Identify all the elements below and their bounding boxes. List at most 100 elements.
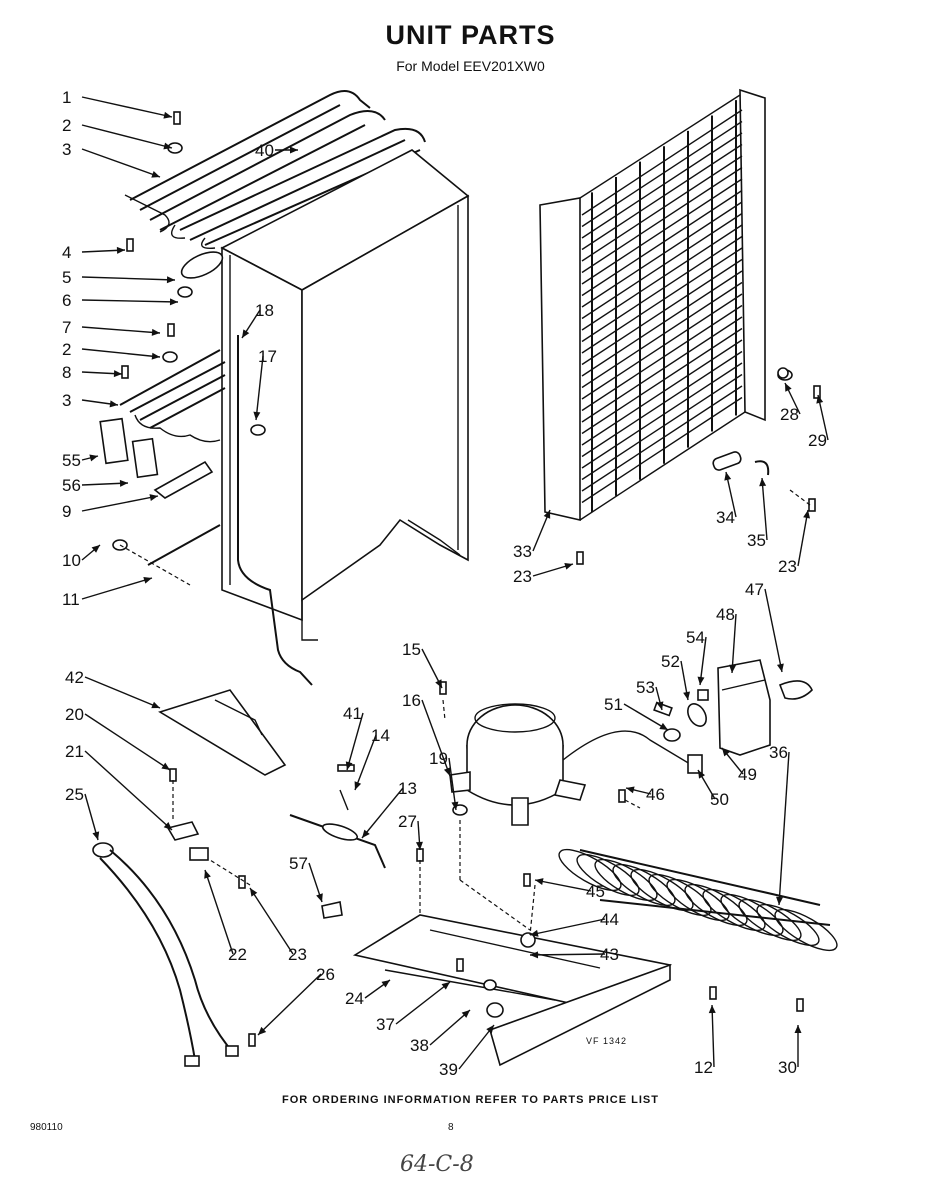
document-code: 980110 <box>30 1122 63 1133</box>
leader-p2b <box>81 348 161 358</box>
screw <box>126 238 134 252</box>
cabinet-liner <box>180 149 470 641</box>
insulation-pad-56 <box>131 437 159 479</box>
coil-loop <box>594 858 658 902</box>
condenser-fin <box>581 247 743 354</box>
screw <box>238 875 246 889</box>
arrowhead-p14 <box>354 781 362 790</box>
part-label-p5: 5 <box>62 268 71 287</box>
part-label-p26: 26 <box>316 965 335 984</box>
condenser-coil <box>539 88 766 522</box>
coil-loop <box>630 868 694 912</box>
part-label-p56: 56 <box>62 476 81 495</box>
condenser-fin <box>581 143 743 251</box>
arrowhead-p2b <box>151 352 160 360</box>
arrowhead-p34 <box>724 472 732 481</box>
assembly-dash <box>442 699 446 721</box>
arrowhead-p24 <box>381 980 390 988</box>
condenser-fin <box>581 316 743 423</box>
arrowhead-p12 <box>708 1005 716 1014</box>
page-title: UNIT PARTS <box>385 20 556 50</box>
part-label-p51: 51 <box>604 695 623 714</box>
arrowhead-p16 <box>443 767 451 776</box>
assembly-dash <box>459 879 531 931</box>
part-label-p24: 24 <box>345 989 364 1008</box>
arrowhead-p18 <box>242 329 250 338</box>
drain-tube <box>237 335 313 686</box>
part-label-p36: 36 <box>769 743 788 762</box>
part-label-p42: 42 <box>65 668 84 687</box>
arrowhead-p10 <box>91 545 100 553</box>
coil-loop <box>774 908 838 952</box>
arrowhead-p39 <box>486 1025 494 1034</box>
insulation-pad-55 <box>99 417 129 465</box>
screw <box>121 365 129 379</box>
part-label-p49: 49 <box>738 765 757 784</box>
power-cord <box>92 842 239 1067</box>
part-label-p44: 44 <box>600 910 619 929</box>
leader-p3a <box>81 148 161 178</box>
assembly-dash <box>624 799 641 809</box>
part-label-p23a: 23 <box>778 557 797 576</box>
condenser-fin <box>581 327 743 435</box>
arrowhead-p9 <box>149 494 158 501</box>
coil-loop <box>702 888 766 932</box>
part-label-p41: 41 <box>343 704 362 723</box>
condenser-fin <box>581 235 743 343</box>
washer <box>162 351 178 363</box>
part-label-p4: 4 <box>62 243 71 262</box>
model-subtitle: For Model EEV201XW0 <box>396 58 545 74</box>
arrowhead-p30 <box>794 1025 802 1033</box>
part-label-p18: 18 <box>255 301 274 320</box>
part-label-p30: 30 <box>778 1058 797 1077</box>
arrowhead-p35 <box>759 478 767 487</box>
leader-p23a <box>797 509 809 567</box>
part-label-p37: 37 <box>376 1015 395 1034</box>
leader-p41 <box>346 712 364 771</box>
leader-p1 <box>81 96 173 118</box>
part-label-p34: 34 <box>716 508 735 527</box>
coil-loop <box>576 853 640 897</box>
part-label-p27: 27 <box>398 812 417 831</box>
part-label-p39: 39 <box>439 1060 458 1079</box>
arrowhead-p11 <box>143 576 152 584</box>
part-label-p19: 19 <box>429 749 448 768</box>
arrowhead-p20 <box>161 762 170 770</box>
leader-p35 <box>761 477 768 541</box>
arrowhead-p57 <box>316 893 323 902</box>
part-label-p38: 38 <box>410 1036 429 1055</box>
arrowhead-p21 <box>163 822 172 830</box>
screw <box>167 323 175 337</box>
leader-p48 <box>731 613 737 674</box>
condenser-fin <box>581 166 743 274</box>
screw <box>416 848 424 862</box>
coil-loop <box>612 863 676 907</box>
screw <box>248 1033 256 1047</box>
small-bracket-21 <box>166 821 209 861</box>
condenser-fin <box>581 189 743 297</box>
condenser-grid <box>581 100 743 512</box>
condenser-fin <box>581 270 743 377</box>
sleeve-34 <box>712 451 742 471</box>
arrowhead-p3a <box>151 171 160 178</box>
arrowhead-p36 <box>776 896 784 905</box>
part-label-p10: 10 <box>62 551 81 570</box>
arrowhead-p28 <box>785 383 792 392</box>
arrowhead-p8 <box>113 370 122 378</box>
arrowhead-p52 <box>683 691 691 700</box>
part-label-p22: 22 <box>228 945 247 964</box>
leader-p6 <box>81 299 179 303</box>
arrowhead-p48 <box>729 664 737 673</box>
part-label-p9: 9 <box>62 502 71 521</box>
condenser-fin <box>581 362 743 469</box>
part-label-p7: 7 <box>62 318 71 337</box>
leader-p42 <box>84 676 161 709</box>
coil-loop <box>684 883 748 927</box>
assembly-dash <box>209 859 251 886</box>
condenser-fin <box>581 155 743 262</box>
assembly-dash <box>789 489 811 506</box>
arrowhead-p5 <box>166 276 175 284</box>
coil-loop <box>666 878 730 922</box>
condenser-fin <box>581 339 743 446</box>
